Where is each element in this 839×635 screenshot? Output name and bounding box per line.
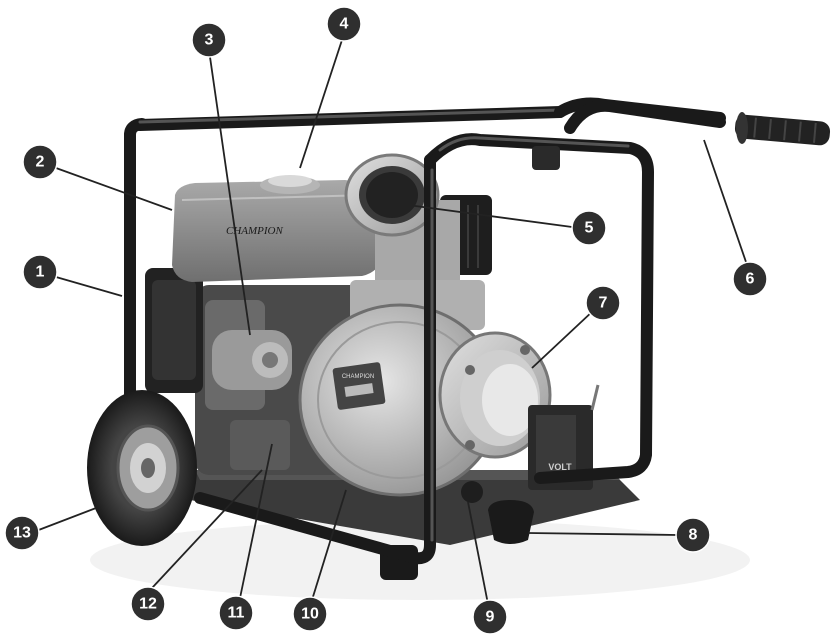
handle-bracket — [532, 146, 560, 170]
battery-label: VOLT — [548, 462, 572, 472]
suction-port — [438, 331, 552, 459]
callout-1: 1 — [22, 254, 58, 290]
callout-7: 7 — [585, 285, 621, 321]
fuel-tank: CHAMPION — [172, 175, 382, 282]
svg-text:1: 1 — [36, 264, 45, 281]
leader-8 — [527, 532, 679, 536]
svg-text:10: 10 — [301, 606, 319, 623]
svg-text:11: 11 — [228, 605, 245, 622]
battery: VOLT — [528, 384, 600, 490]
rear-frame — [124, 106, 566, 141]
callout-4: 4 — [326, 6, 362, 42]
leader-lines — [35, 39, 747, 605]
leader-3 — [209, 56, 251, 336]
leader-11 — [239, 443, 273, 599]
leader-10 — [311, 489, 347, 601]
callout-3: 3 — [191, 22, 227, 58]
svg-text:4: 4 — [340, 16, 349, 33]
callout-9: 9 — [472, 599, 508, 635]
svg-text:5: 5 — [585, 220, 594, 237]
svg-text:12: 12 — [139, 596, 157, 613]
callout-10: 10 — [292, 596, 328, 632]
callout-5: 5 — [571, 210, 607, 246]
leader-4 — [299, 39, 343, 169]
handle-grip — [734, 114, 831, 146]
brand-label: CHAMPION — [226, 225, 283, 237]
leader-5 — [407, 204, 573, 228]
callout-13: 13 — [4, 515, 40, 551]
callouts: 1 2 3 4 5 6 7 8 9 10 11 12 13 — [4, 6, 768, 635]
discharge-port — [344, 153, 460, 300]
nameplate-label: CHAMPION — [342, 374, 374, 380]
pump-body: CHAMPION — [298, 303, 502, 497]
callout-6: 6 — [732, 261, 768, 297]
svg-text:8: 8 — [689, 527, 698, 544]
callout-11: 11 — [218, 595, 254, 631]
callout-2: 2 — [22, 144, 58, 180]
leader-2 — [55, 167, 173, 211]
leader-7 — [531, 309, 595, 369]
callout-12: 12 — [130, 586, 166, 622]
svg-text:7: 7 — [599, 295, 608, 312]
wheel — [87, 390, 197, 546]
svg-text:3: 3 — [205, 32, 214, 49]
leader-1 — [55, 276, 123, 297]
svg-text:13: 13 — [13, 525, 31, 542]
leader-12 — [151, 469, 263, 589]
leader-13 — [35, 507, 97, 532]
leader-6 — [703, 139, 747, 263]
svg-text:6: 6 — [746, 271, 755, 288]
vibration-mount — [488, 500, 534, 544]
leader-9 — [467, 501, 489, 605]
drain-plug — [461, 481, 483, 503]
svg-text:9: 9 — [486, 609, 495, 626]
handle — [532, 99, 831, 170]
callout-8: 8 — [675, 517, 711, 553]
svg-text:2: 2 — [36, 154, 45, 171]
